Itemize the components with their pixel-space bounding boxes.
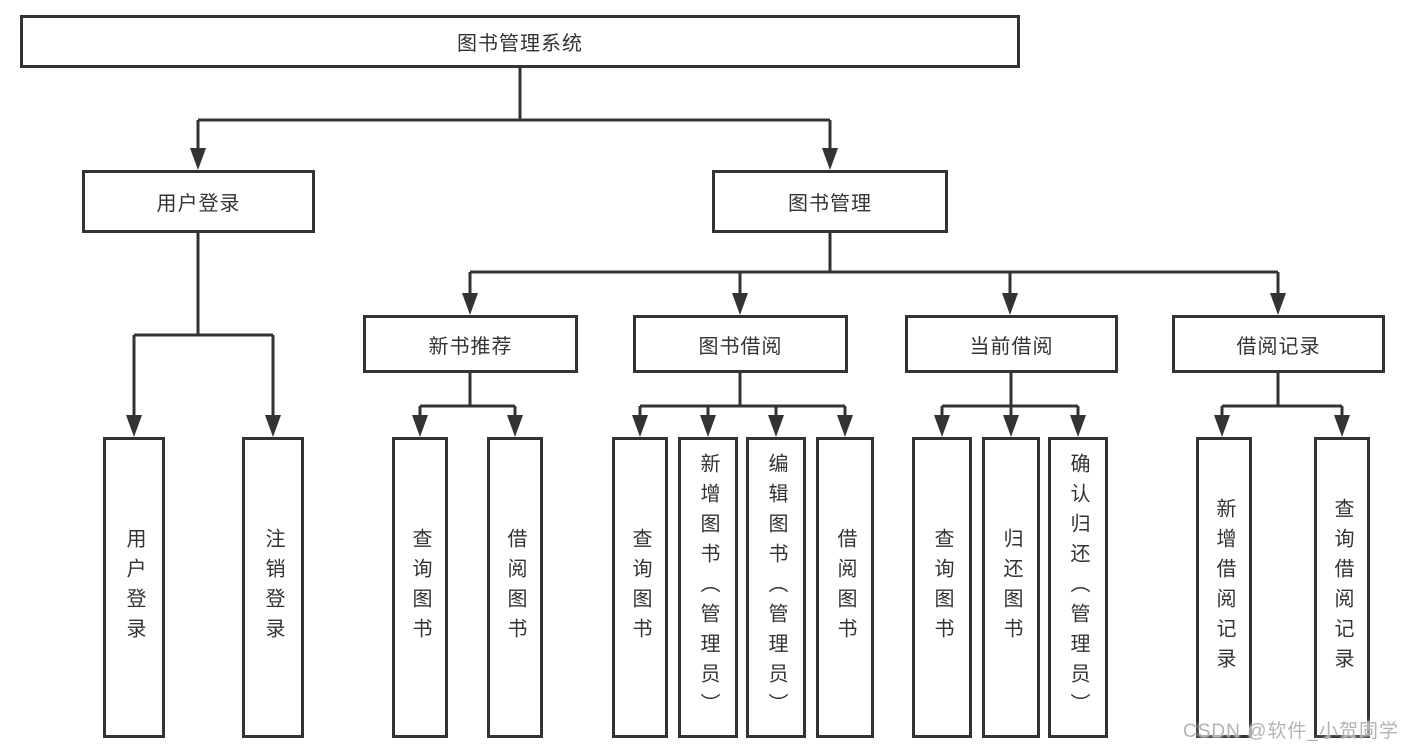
leaf-user-login-label: 用户登录	[123, 527, 145, 648]
leaf-borrow-books-recommend-label: 借阅图书	[504, 527, 526, 648]
node-current-borrow: 当前借阅	[905, 315, 1118, 373]
leaf-query-books-borrow: 查询图书	[612, 437, 668, 738]
root-node-library-management-system: 图书管理系统	[20, 15, 1020, 68]
leaf-add-borrow-record-label: 新增借阅记录	[1213, 497, 1235, 678]
leaf-add-books-admin-label: 新增图书（管理员）	[697, 452, 719, 723]
leaf-borrow-books-recommend: 借阅图书	[487, 437, 543, 738]
leaf-query-books-current-label: 查询图书	[931, 527, 953, 648]
node-book-borrow: 图书借阅	[633, 315, 848, 373]
leaf-query-books-recommend: 查询图书	[392, 437, 448, 738]
node-book-management: 图书管理	[712, 170, 948, 233]
leaf-edit-books-admin-label: 编辑图书（管理员）	[765, 452, 787, 723]
leaf-edit-books-admin: 编辑图书（管理员）	[746, 437, 806, 738]
leaf-confirm-return-admin-label: 确认归还（管理员）	[1067, 452, 1089, 723]
leaf-query-books-recommend-label: 查询图书	[409, 527, 431, 648]
leaf-borrow-books: 借阅图书	[816, 437, 874, 738]
leaf-borrow-books-label: 借阅图书	[834, 527, 856, 648]
leaf-add-books-admin: 新增图书（管理员）	[678, 437, 738, 738]
node-new-book-recommend: 新书推荐	[363, 315, 578, 373]
leaf-query-books-current: 查询图书	[912, 437, 972, 738]
leaf-confirm-return-admin: 确认归还（管理员）	[1048, 437, 1108, 738]
leaf-return-books-label: 归还图书	[1000, 527, 1022, 648]
arrowheads	[126, 148, 1350, 437]
leaf-query-borrow-record-label: 查询借阅记录	[1331, 497, 1353, 678]
leaf-add-borrow-record: 新增借阅记录	[1196, 437, 1252, 738]
node-user-login: 用户登录	[82, 170, 315, 233]
csdn-watermark: CSDN @软件_小贺同学	[1183, 721, 1399, 742]
leaf-logout-label: 注销登录	[262, 527, 284, 648]
leaf-logout: 注销登录	[242, 437, 304, 738]
leaf-return-books: 归还图书	[982, 437, 1040, 738]
leaf-query-books-borrow-label: 查询图书	[629, 527, 651, 648]
node-borrow-records: 借阅记录	[1172, 315, 1385, 373]
leaf-query-borrow-record: 查询借阅记录	[1314, 437, 1370, 738]
leaf-user-login: 用户登录	[103, 437, 165, 738]
